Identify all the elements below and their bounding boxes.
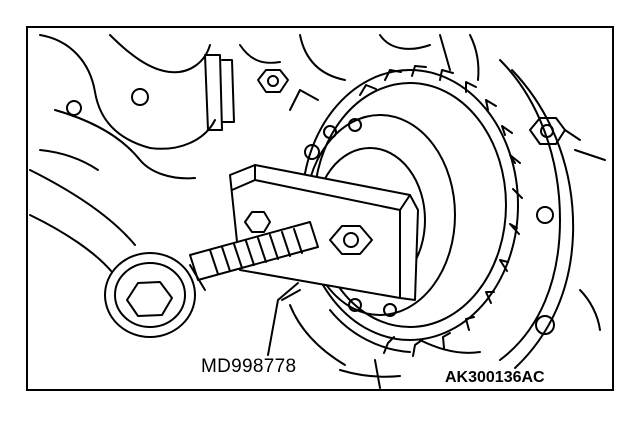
engine-housing xyxy=(39,34,480,180)
housing-bolt-upper xyxy=(257,69,289,93)
figure-id-label: AK300136AC xyxy=(445,369,545,386)
lower-housing xyxy=(289,304,481,389)
tool-part-number-label: MD998778 xyxy=(201,356,297,377)
label-leader xyxy=(267,282,301,356)
belt-cover xyxy=(499,59,606,369)
holding-tool-plate xyxy=(229,164,419,301)
threaded-bolt xyxy=(189,221,319,281)
wrench xyxy=(29,169,206,338)
